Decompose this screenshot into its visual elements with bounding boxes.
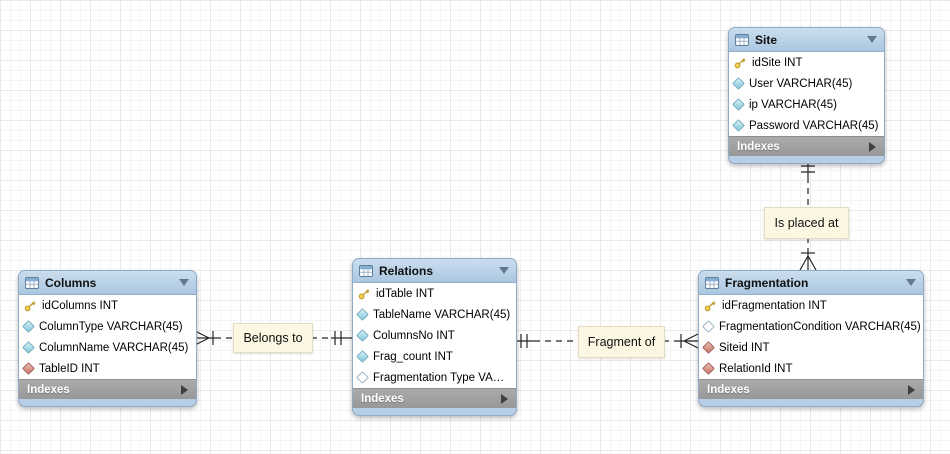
- field-text: User VARCHAR(45): [749, 77, 853, 90]
- table-relations-header[interactable]: Relations: [353, 259, 516, 282]
- indexes-bar[interactable]: Indexes: [699, 380, 923, 399]
- table-title: Site: [755, 32, 778, 47]
- table-footer: [729, 156, 884, 163]
- indexes-bar[interactable]: Indexes: [19, 380, 196, 399]
- field-row[interactable]: FragmentationCondition VARCHAR(45): [699, 316, 923, 337]
- table-columns[interactable]: Columns idColumns INT ColumnType VARCHAR…: [18, 270, 197, 407]
- field-row[interactable]: Fragmentation Type VA…: [353, 367, 516, 388]
- diamond-filled-icon: [356, 329, 369, 342]
- relationship-label-fragment-of[interactable]: Fragment of: [578, 326, 665, 358]
- table-title: Columns: [45, 275, 97, 290]
- diamond-red-icon: [702, 341, 715, 354]
- table-title: Fragmentation: [725, 275, 809, 290]
- relationship-line-is-placed-at[interactable]: [799, 160, 817, 271]
- field-row[interactable]: ColumnName VARCHAR(45): [19, 337, 196, 358]
- field-row[interactable]: Frag_count INT: [353, 346, 516, 367]
- field-row[interactable]: idTable INT: [353, 283, 516, 304]
- diamond-red-icon: [702, 362, 715, 375]
- relationship-label-is-placed-at[interactable]: Is placed at: [764, 207, 849, 239]
- chevron-right-icon[interactable]: [501, 393, 508, 404]
- indexes-label: Indexes: [361, 392, 404, 405]
- field-text: idFragmentation INT: [722, 299, 827, 312]
- table-site-header[interactable]: Site: [729, 28, 884, 51]
- key-icon: [704, 300, 716, 311]
- field-text: idColumns INT: [42, 299, 119, 312]
- field-text: Fragmentation Type VA…: [373, 371, 505, 384]
- table-footer: [699, 399, 923, 406]
- table-fragmentation-fields: idFragmentation INT FragmentationConditi…: [699, 294, 923, 380]
- indexes-label: Indexes: [27, 383, 70, 396]
- field-text: ColumnName VARCHAR(45): [39, 341, 189, 354]
- table-fragmentation[interactable]: Fragmentation idFragmentation INT Fragme…: [698, 270, 924, 407]
- table-columns-fields: idColumns INT ColumnType VARCHAR(45) Col…: [19, 294, 196, 380]
- diamond-filled-icon: [732, 77, 745, 90]
- diamond-filled-icon: [22, 320, 35, 333]
- diamond-filled-icon: [22, 341, 35, 354]
- field-text: ColumnType VARCHAR(45): [39, 320, 183, 333]
- table-relations-fields: idTable INT TableName VARCHAR(45) Column…: [353, 282, 516, 389]
- field-row[interactable]: idColumns INT: [19, 295, 196, 316]
- table-icon: [25, 276, 39, 289]
- field-text: Siteid INT: [719, 341, 770, 354]
- field-text: idTable INT: [376, 287, 435, 300]
- field-row[interactable]: Siteid INT: [699, 337, 923, 358]
- field-text: Password VARCHAR(45): [749, 119, 879, 132]
- table-relations[interactable]: Relations idTable INT TableName VARCHAR(…: [352, 258, 517, 416]
- field-row[interactable]: Password VARCHAR(45): [729, 115, 884, 136]
- table-footer: [353, 408, 516, 415]
- field-text: Frag_count INT: [373, 350, 453, 363]
- indexes-bar[interactable]: Indexes: [729, 137, 884, 156]
- field-text: ip VARCHAR(45): [749, 98, 837, 111]
- chevron-down-icon[interactable]: [499, 267, 509, 274]
- field-row[interactable]: idFragmentation INT: [699, 295, 923, 316]
- field-row[interactable]: User VARCHAR(45): [729, 73, 884, 94]
- key-icon: [24, 300, 36, 311]
- field-text: ColumnsNo INT: [373, 329, 455, 342]
- field-row[interactable]: idSite INT: [729, 52, 884, 73]
- key-icon: [734, 57, 746, 68]
- field-text: TableID INT: [39, 362, 100, 375]
- table-title: Relations: [379, 263, 434, 278]
- field-text: RelationId INT: [719, 362, 793, 375]
- chevron-down-icon[interactable]: [906, 279, 916, 286]
- table-icon: [359, 264, 373, 277]
- table-site[interactable]: Site idSite INT User VARCHAR(45) ip VARC…: [728, 27, 885, 164]
- table-site-fields: idSite INT User VARCHAR(45) ip VARCHAR(4…: [729, 51, 884, 137]
- diamond-filled-icon: [732, 98, 745, 111]
- table-icon: [705, 276, 719, 289]
- chevron-down-icon[interactable]: [867, 36, 877, 43]
- field-row[interactable]: ColumnType VARCHAR(45): [19, 316, 196, 337]
- table-columns-header[interactable]: Columns: [19, 271, 196, 294]
- table-footer: [19, 399, 196, 406]
- diamond-hollow-icon: [356, 371, 369, 384]
- table-icon: [735, 33, 749, 46]
- diamond-hollow-icon: [702, 320, 715, 333]
- diamond-filled-icon: [356, 350, 369, 363]
- field-row[interactable]: ColumnsNo INT: [353, 325, 516, 346]
- indexes-label: Indexes: [707, 383, 750, 396]
- relationship-line-belongs-to[interactable]: [194, 330, 352, 346]
- chevron-down-icon[interactable]: [179, 279, 189, 286]
- chevron-right-icon[interactable]: [869, 141, 876, 152]
- table-fragmentation-header[interactable]: Fragmentation: [699, 271, 923, 294]
- field-text: FragmentationCondition VARCHAR(45): [719, 320, 921, 333]
- field-row[interactable]: TableName VARCHAR(45): [353, 304, 516, 325]
- relationship-line-fragment-of[interactable]: [515, 333, 699, 349]
- indexes-bar[interactable]: Indexes: [353, 389, 516, 408]
- chevron-right-icon[interactable]: [181, 384, 188, 395]
- field-row[interactable]: ip VARCHAR(45): [729, 94, 884, 115]
- key-icon: [358, 288, 370, 299]
- chevron-right-icon[interactable]: [908, 384, 915, 395]
- field-row[interactable]: RelationId INT: [699, 358, 923, 379]
- diamond-filled-icon: [732, 119, 745, 132]
- relationship-label-belongs-to[interactable]: Belongs to: [233, 323, 313, 353]
- field-text: TableName VARCHAR(45): [373, 308, 511, 321]
- field-text: idSite INT: [752, 56, 803, 69]
- indexes-label: Indexes: [737, 140, 780, 153]
- diamond-red-icon: [22, 362, 35, 375]
- field-row[interactable]: TableID INT: [19, 358, 196, 379]
- diamond-filled-icon: [356, 308, 369, 321]
